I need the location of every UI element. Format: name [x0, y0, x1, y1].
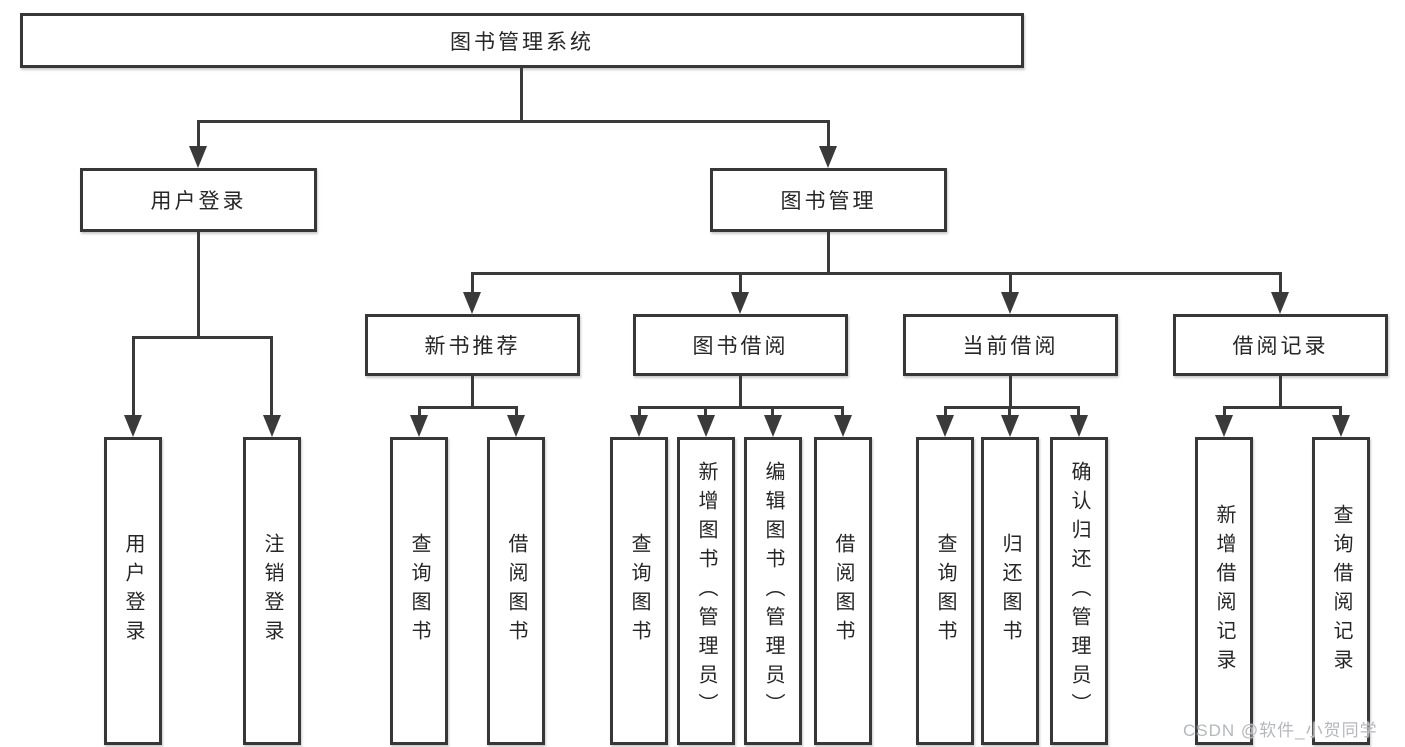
connector-stub: [771, 406, 774, 421]
node-library-system-label: 图书管理系统: [450, 30, 594, 54]
leaf-recommend-borrow-books-label: 借阅图书: [505, 533, 527, 649]
connector-stub: [944, 406, 947, 421]
node-current-borrowing: 当前借阅: [903, 314, 1118, 376]
connector-book-management-vline: [827, 232, 830, 275]
arrow-down-icon: [1271, 292, 1289, 314]
leaf-user-login: 用户登录: [104, 437, 162, 745]
connector-stub: [1339, 406, 1342, 421]
connector-borrowing-records-hline: [1223, 406, 1342, 409]
leaf-current-return-books-label: 归还图书: [999, 533, 1021, 649]
connector-current-borrowing-vline: [1009, 376, 1012, 409]
arrow-down-icon: [819, 146, 837, 168]
node-library-system: 图书管理系统: [20, 13, 1024, 68]
arrow-down-icon: [189, 146, 207, 168]
leaf-user-login-label: 用户登录: [122, 533, 144, 649]
connector-current-borrowing-hline: [944, 406, 1080, 409]
connector-stub-new-book: [471, 272, 474, 297]
leaf-current-query-books-label: 查询图书: [934, 533, 956, 649]
connector-stub-leaf-user-login: [132, 336, 135, 420]
arrow-down-icon: [1215, 415, 1233, 437]
connector-stub-user-login: [197, 120, 200, 150]
connector-stub: [515, 406, 518, 421]
leaf-borrowing-add-books-admin: 新增图书（管理员）: [677, 437, 735, 745]
connector-stub: [704, 406, 707, 421]
leaf-records-query-borrow-record: 查询借阅记录: [1312, 437, 1370, 745]
connector-new-book-vline: [471, 376, 474, 409]
leaf-borrowing-add-books-admin-label: 新增图书（管理员）: [695, 460, 717, 722]
arrow-down-icon: [731, 292, 749, 314]
arrow-down-icon: [936, 415, 954, 437]
arrow-down-icon: [1332, 415, 1350, 437]
leaf-current-confirm-return-admin: 确认归还（管理员）: [1050, 437, 1108, 745]
connector-user-login-vline: [197, 232, 200, 339]
leaf-borrowing-edit-books-admin: 编辑图书（管理员）: [744, 437, 802, 745]
node-new-book-recommendation: 新书推荐: [365, 314, 580, 376]
arrow-down-icon: [1070, 415, 1088, 437]
arrow-down-icon: [263, 415, 281, 437]
connector-stub-leaf-logout: [270, 336, 273, 420]
arrow-down-icon: [1001, 415, 1019, 437]
node-user-login: 用户登录: [80, 168, 317, 232]
leaf-borrowing-query-books: 查询图书: [610, 437, 668, 745]
leaf-records-add-borrow-record: 新增借阅记录: [1195, 437, 1253, 745]
node-new-book-recommendation-label: 新书推荐: [424, 335, 521, 358]
connector-stub: [841, 406, 844, 421]
connector-stub-book-management: [827, 120, 830, 150]
connector-root-hline: [197, 120, 830, 123]
node-book-management: 图书管理: [710, 168, 947, 232]
leaf-recommend-query-books-label: 查询图书: [408, 533, 430, 649]
leaf-recommend-query-books: 查询图书: [390, 437, 448, 745]
arrow-down-icon: [764, 415, 782, 437]
connector-stub-current-borrowing: [1009, 272, 1012, 297]
arrow-down-icon: [463, 292, 481, 314]
arrow-down-icon: [1001, 292, 1019, 314]
node-borrowing-records: 借阅记录: [1173, 314, 1388, 376]
leaf-recommend-borrow-books: 借阅图书: [487, 437, 545, 745]
leaf-current-query-books: 查询图书: [916, 437, 974, 745]
connector-stub: [638, 406, 641, 421]
connector-book-borrowing-hline: [638, 406, 844, 409]
arrow-down-icon: [507, 415, 525, 437]
connector-stub-book-borrowing: [739, 272, 742, 297]
arrow-down-icon: [410, 415, 428, 437]
leaf-borrowing-edit-books-admin-label: 编辑图书（管理员）: [762, 460, 784, 722]
connector-root-vline: [520, 68, 523, 123]
connector-stub: [1223, 406, 1226, 421]
leaf-logout-label: 注销登录: [261, 533, 283, 649]
connector-level2-hline: [471, 272, 1281, 275]
leaf-current-confirm-return-admin-label: 确认归还（管理员）: [1068, 460, 1090, 722]
leaf-records-add-borrow-record-label: 新增借阅记录: [1213, 504, 1235, 678]
leaf-borrowing-query-books-label: 查询图书: [628, 533, 650, 649]
leaf-records-query-borrow-record-label: 查询借阅记录: [1330, 504, 1352, 678]
arrow-down-icon: [630, 415, 648, 437]
connector-user-login-hline: [132, 336, 273, 339]
csdn-watermark: CSDN @软件_小贺同学: [1183, 721, 1378, 740]
arrow-down-icon: [124, 415, 142, 437]
node-user-login-label: 用户登录: [150, 190, 247, 213]
leaf-logout: 注销登录: [243, 437, 301, 745]
node-current-borrowing-label: 当前借阅: [962, 335, 1059, 358]
arrow-down-icon: [697, 415, 715, 437]
node-borrowing-records-label: 借阅记录: [1232, 335, 1329, 358]
connector-stub: [418, 406, 421, 421]
connector-borrowing-records-vline: [1279, 376, 1282, 409]
connector-book-borrowing-vline: [739, 376, 742, 409]
node-book-borrowing: 图书借阅: [633, 314, 848, 376]
arrow-down-icon: [834, 415, 852, 437]
node-book-management-label: 图书管理: [780, 190, 877, 213]
connector-stub: [1077, 406, 1080, 421]
leaf-borrowing-borrow-books: 借阅图书: [814, 437, 872, 745]
connector-stub: [1008, 406, 1011, 421]
leaf-borrowing-borrow-books-label: 借阅图书: [832, 533, 854, 649]
node-book-borrowing-label: 图书借阅: [692, 335, 789, 358]
leaf-current-return-books: 归还图书: [981, 437, 1039, 745]
connector-stub-borrowing-records: [1279, 272, 1282, 297]
connector-new-book-hline: [418, 406, 517, 409]
